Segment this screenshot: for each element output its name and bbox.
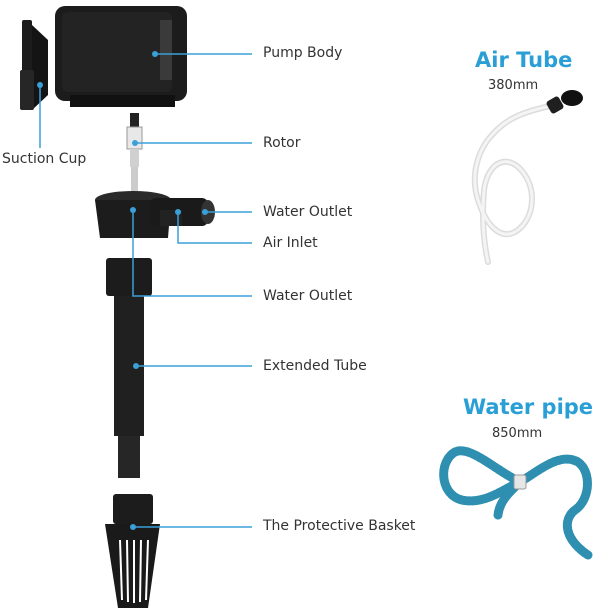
extended-tube-label: Extended Tube — [263, 358, 367, 374]
water-outlet-top-label: Water Outlet — [263, 204, 353, 220]
suction-cup-part — [20, 20, 48, 110]
water-pipe-size: 850mm — [492, 426, 543, 441]
water-outlet-bottom-label: Water Outlet — [263, 288, 353, 304]
air-tube-size: 380mm — [488, 78, 539, 93]
air-inlet-label: Air Inlet — [263, 235, 318, 251]
callout-dots — [37, 51, 208, 530]
outlet-assembly-part — [95, 191, 215, 238]
pump-body-label: Pump Body — [263, 45, 343, 61]
pump-body-part — [55, 6, 187, 107]
air-tube-illustration — [471, 90, 583, 265]
water-pipe-title: Water pipe — [463, 395, 594, 419]
protective-basket-part — [105, 494, 160, 608]
rotor-label: Rotor — [263, 135, 301, 151]
suction-cup-label: Suction Cup — [2, 151, 87, 167]
extended-tube-part — [106, 258, 152, 478]
air-tube-title: Air Tube — [475, 48, 573, 72]
rotor-part — [126, 113, 143, 193]
water-pipe-illustration — [439, 446, 593, 560]
callout-lines — [39, 53, 252, 528]
protective-basket-label: The Protective Basket — [263, 518, 416, 534]
